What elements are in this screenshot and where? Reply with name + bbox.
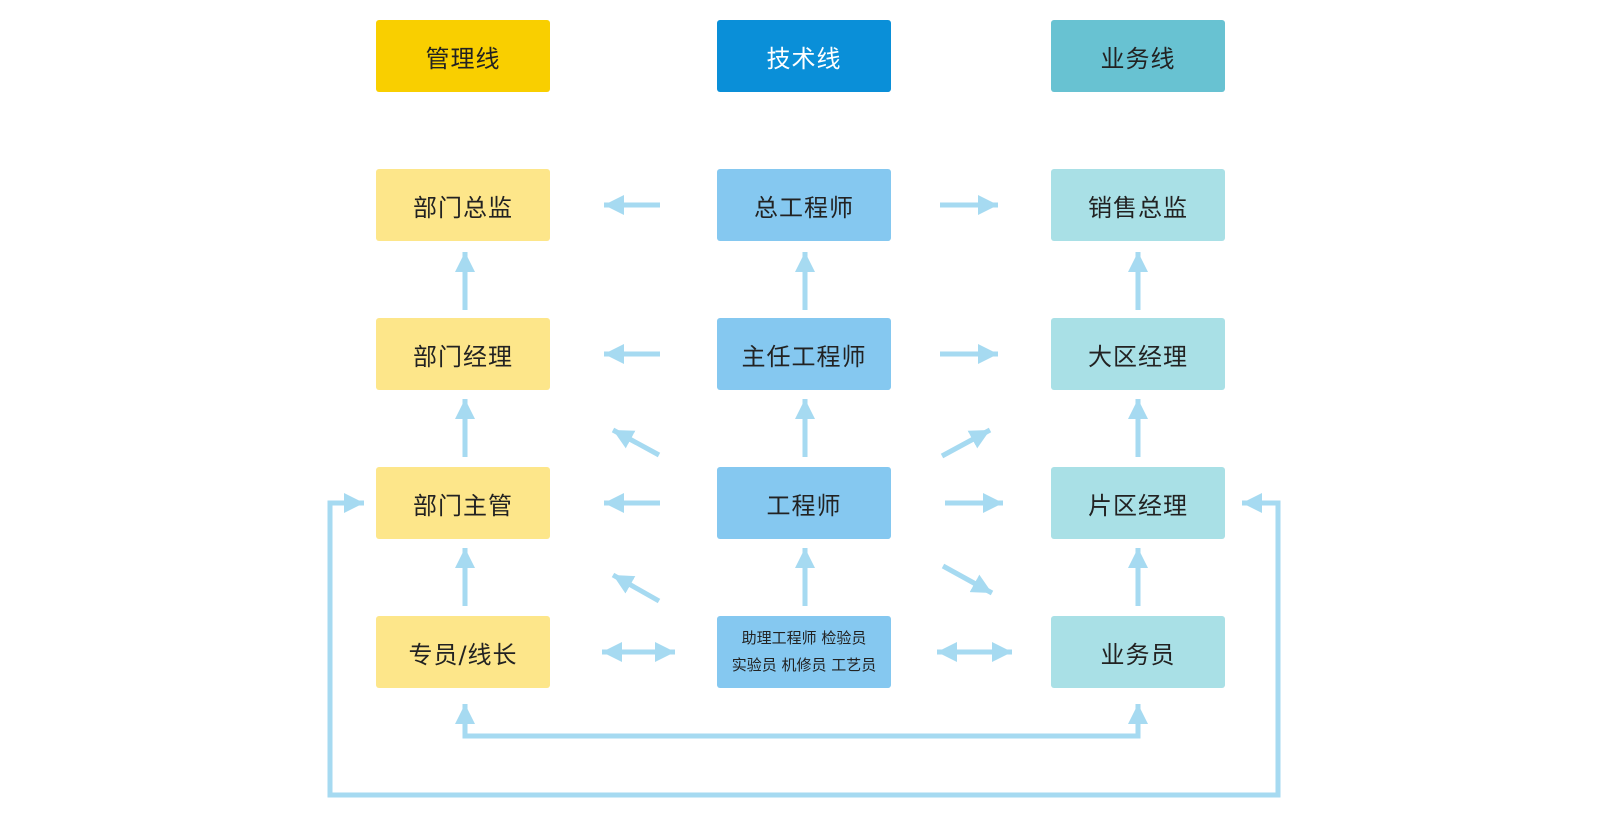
box-salesperson: 业务员 xyxy=(1051,616,1225,688)
label-department-supervisor: 部门主管 xyxy=(413,491,513,520)
box-chief-engineer: 总工程师 xyxy=(717,169,891,241)
label-technical-staff-line2: 实验员 机修员 工艺员 xyxy=(731,656,877,674)
label-regional-manager: 大区经理 xyxy=(1088,342,1188,371)
header-business-line: 业务线 xyxy=(1051,20,1225,92)
label-salesperson: 业务员 xyxy=(1100,640,1176,669)
header-management-line: 管理线 xyxy=(376,20,550,92)
label-sales-director: 销售总监 xyxy=(1088,193,1188,222)
box-engineer: 工程师 xyxy=(717,467,891,539)
label-area-manager: 片区经理 xyxy=(1088,491,1188,520)
label-department-director: 部门总监 xyxy=(413,193,513,222)
label-technical-staff-line1: 助理工程师 检验员 xyxy=(741,629,867,647)
box-senior-engineer: 主任工程师 xyxy=(717,318,891,390)
box-department-director: 部门总监 xyxy=(376,169,550,241)
box-sales-director: 销售总监 xyxy=(1051,169,1225,241)
arrow-specialist-salesperson-loop xyxy=(455,704,1148,739)
box-department-manager: 部门经理 xyxy=(376,318,550,390)
box-specialist-line-lead: 专员/线长 xyxy=(376,616,550,688)
arrow-engineer-to-salesperson-diag xyxy=(941,563,994,596)
header-business-label: 业务线 xyxy=(1100,44,1176,73)
arrow-staff-to-supervisor-diag xyxy=(611,572,661,604)
label-department-manager: 部门经理 xyxy=(413,342,513,371)
box-area-manager: 片区经理 xyxy=(1051,467,1225,539)
box-regional-manager: 大区经理 xyxy=(1051,318,1225,390)
label-engineer: 工程师 xyxy=(766,491,842,520)
box-technical-staff: 助理工程师 检验员 实验员 机修员 工艺员 xyxy=(717,616,891,688)
label-senior-engineer: 主任工程师 xyxy=(741,342,867,371)
header-technical-label: 技术线 xyxy=(766,44,842,73)
header-management-label: 管理线 xyxy=(425,44,501,73)
label-specialist-line-lead: 专员/线长 xyxy=(408,640,518,669)
arrow-engineer-to-regional-diag xyxy=(940,427,992,459)
arrow-supervisor-area-outer-loop xyxy=(327,493,1281,798)
header-technical-line: 技术线 xyxy=(717,20,891,92)
box-department-supervisor: 部门主管 xyxy=(376,467,550,539)
arrow-engineer-to-manager-diag xyxy=(611,427,661,458)
label-chief-engineer: 总工程师 xyxy=(754,193,854,222)
